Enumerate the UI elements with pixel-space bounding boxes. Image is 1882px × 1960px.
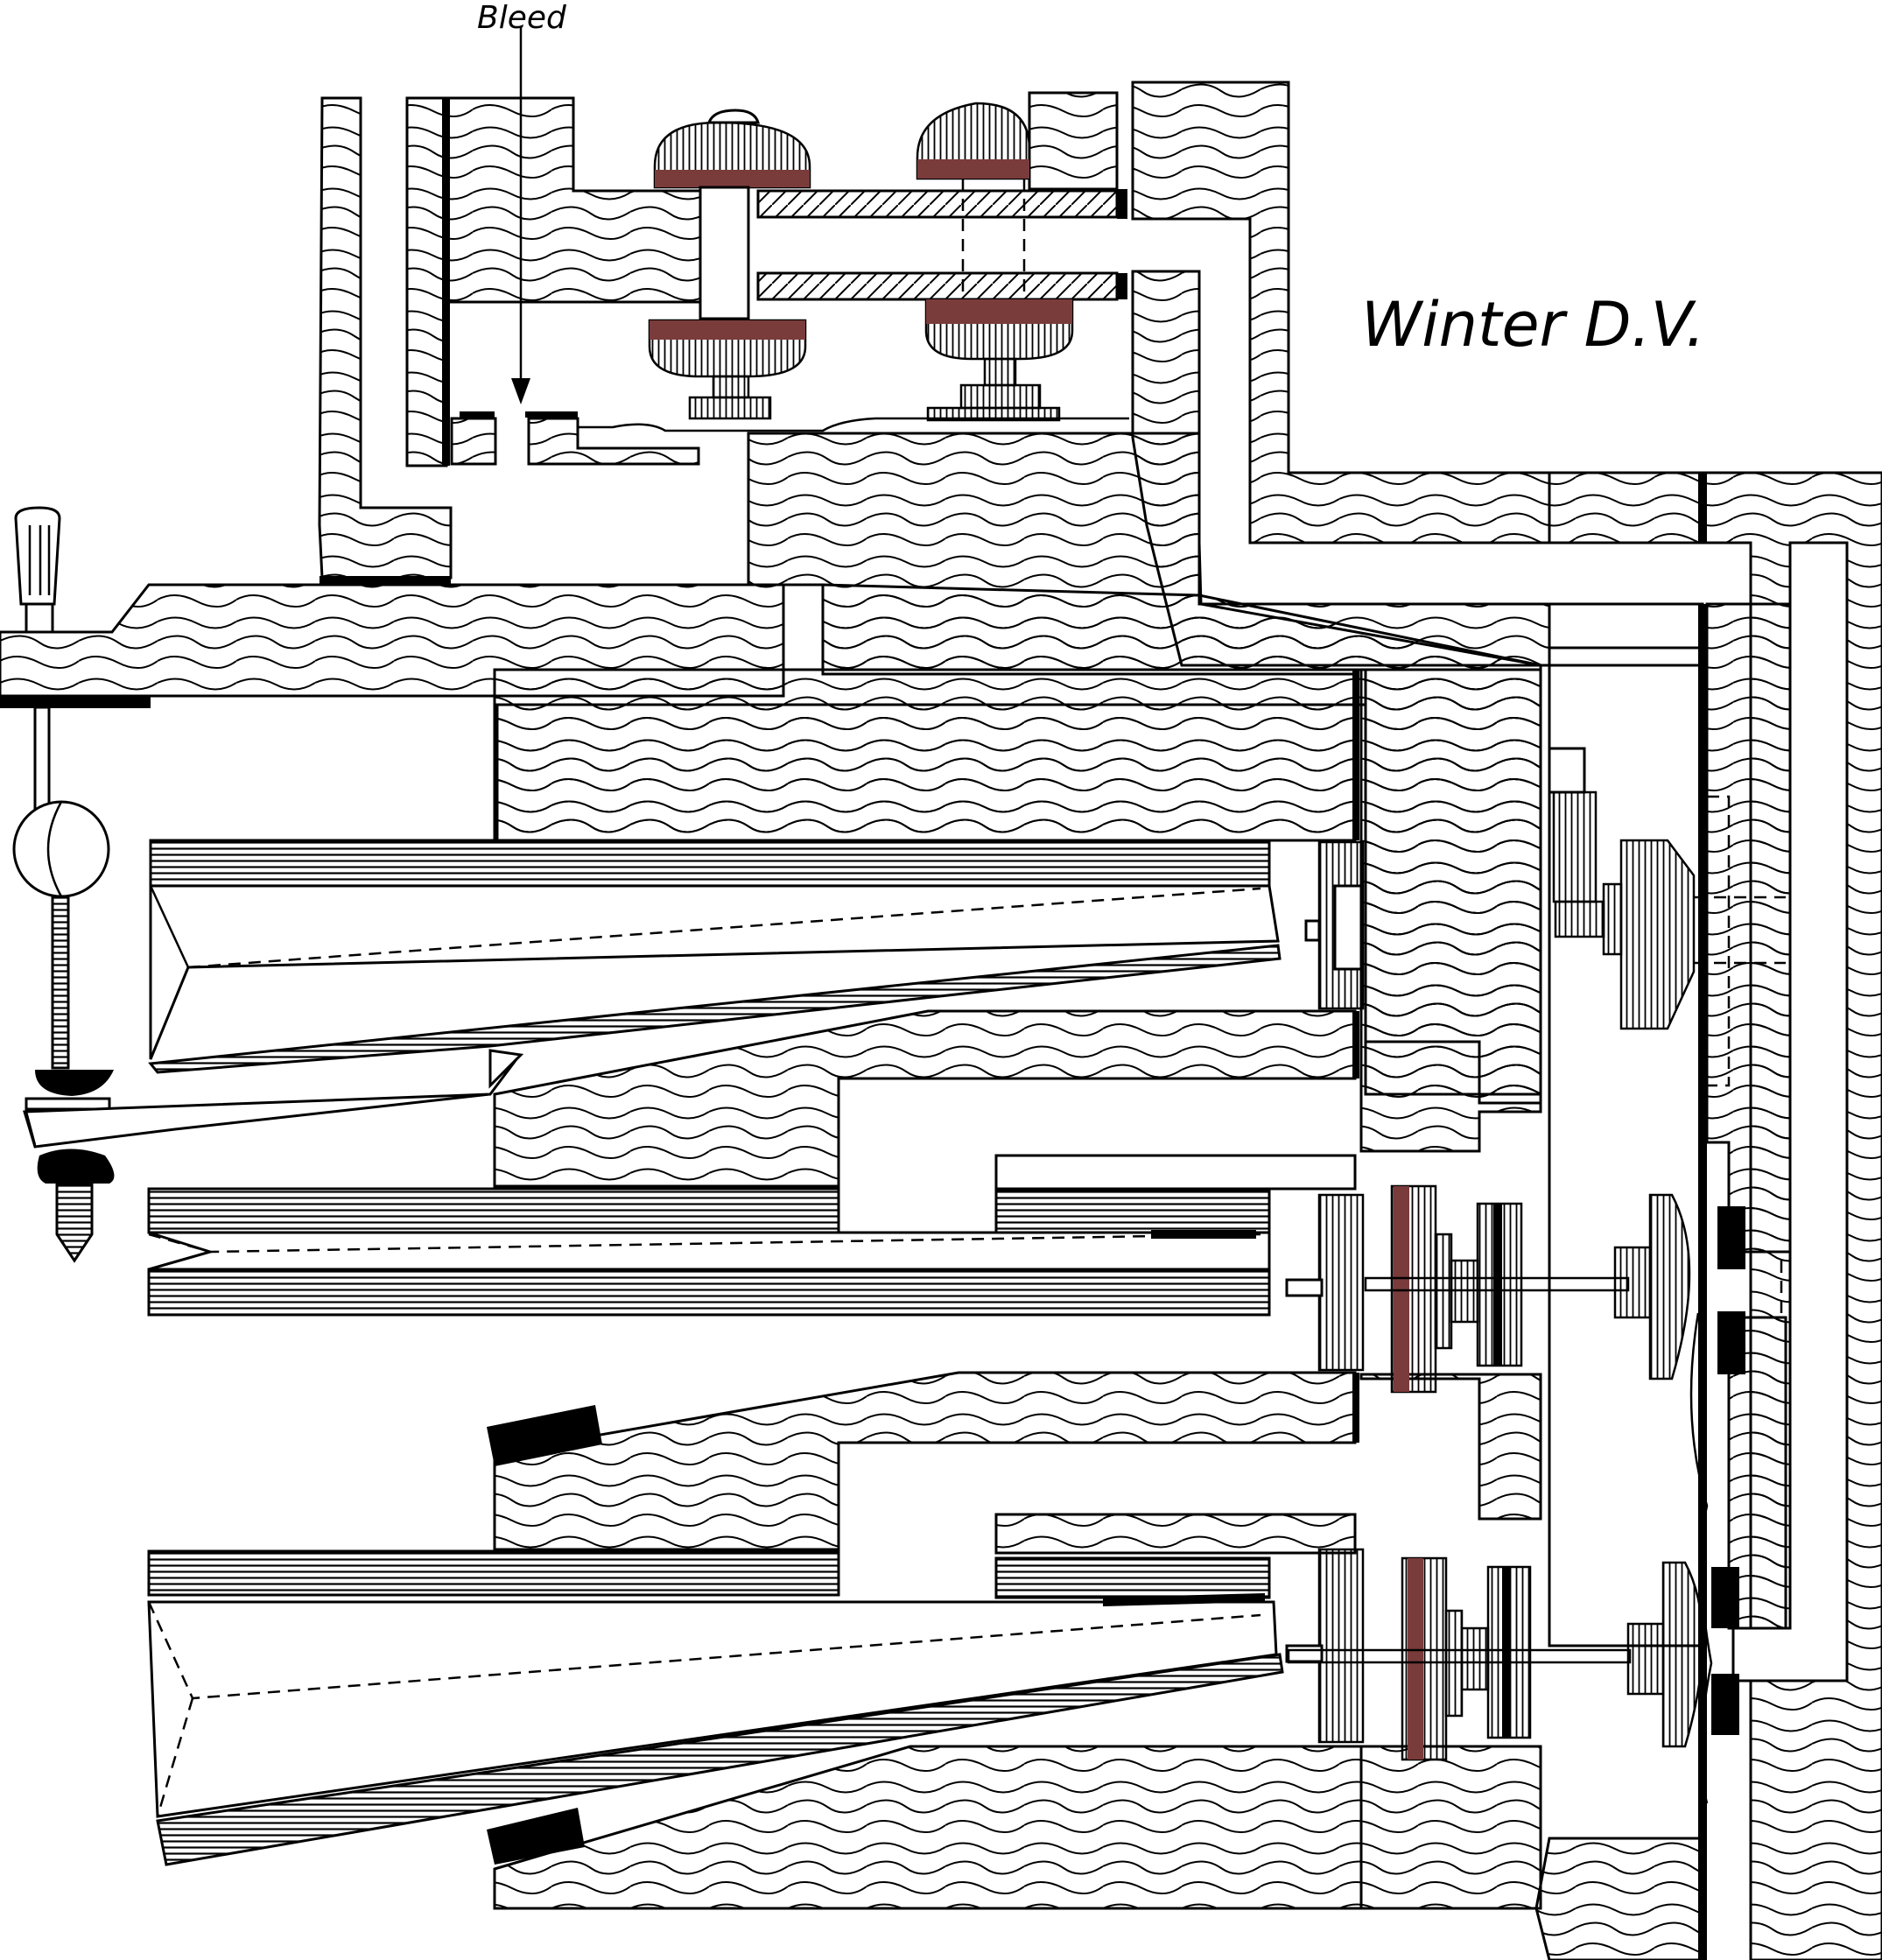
right-pads: [1689, 1206, 1783, 1804]
upper-housing: [318, 96, 1129, 585]
upper-right-key: [1548, 747, 1786, 1087]
upper-key-left: [648, 109, 811, 420]
diagram-title: Winter D.V.: [1361, 289, 1705, 361]
left-rod-assembly: [12, 506, 518, 1263]
lower-key-rod: [756, 271, 1119, 301]
bleed-label: Bleed: [477, 0, 567, 36]
bleed-arrow: [511, 26, 530, 404]
lower-key-mechanism: [1287, 1556, 1704, 1761]
upper-key-right: [916, 102, 1074, 422]
upper-bore-tube: [148, 839, 1282, 1074]
middle-bore-tubes: [147, 1154, 1357, 1317]
middle-key-mechanism: [1364, 1184, 1691, 1394]
tone-hole-plates: [1285, 840, 1365, 1744]
upper-key-rod: [756, 189, 1119, 219]
lower-middle-body: [493, 1371, 1357, 1551]
lower-bore-tube: [147, 1513, 1357, 1866]
middle-body-block: [493, 1009, 1357, 1188]
